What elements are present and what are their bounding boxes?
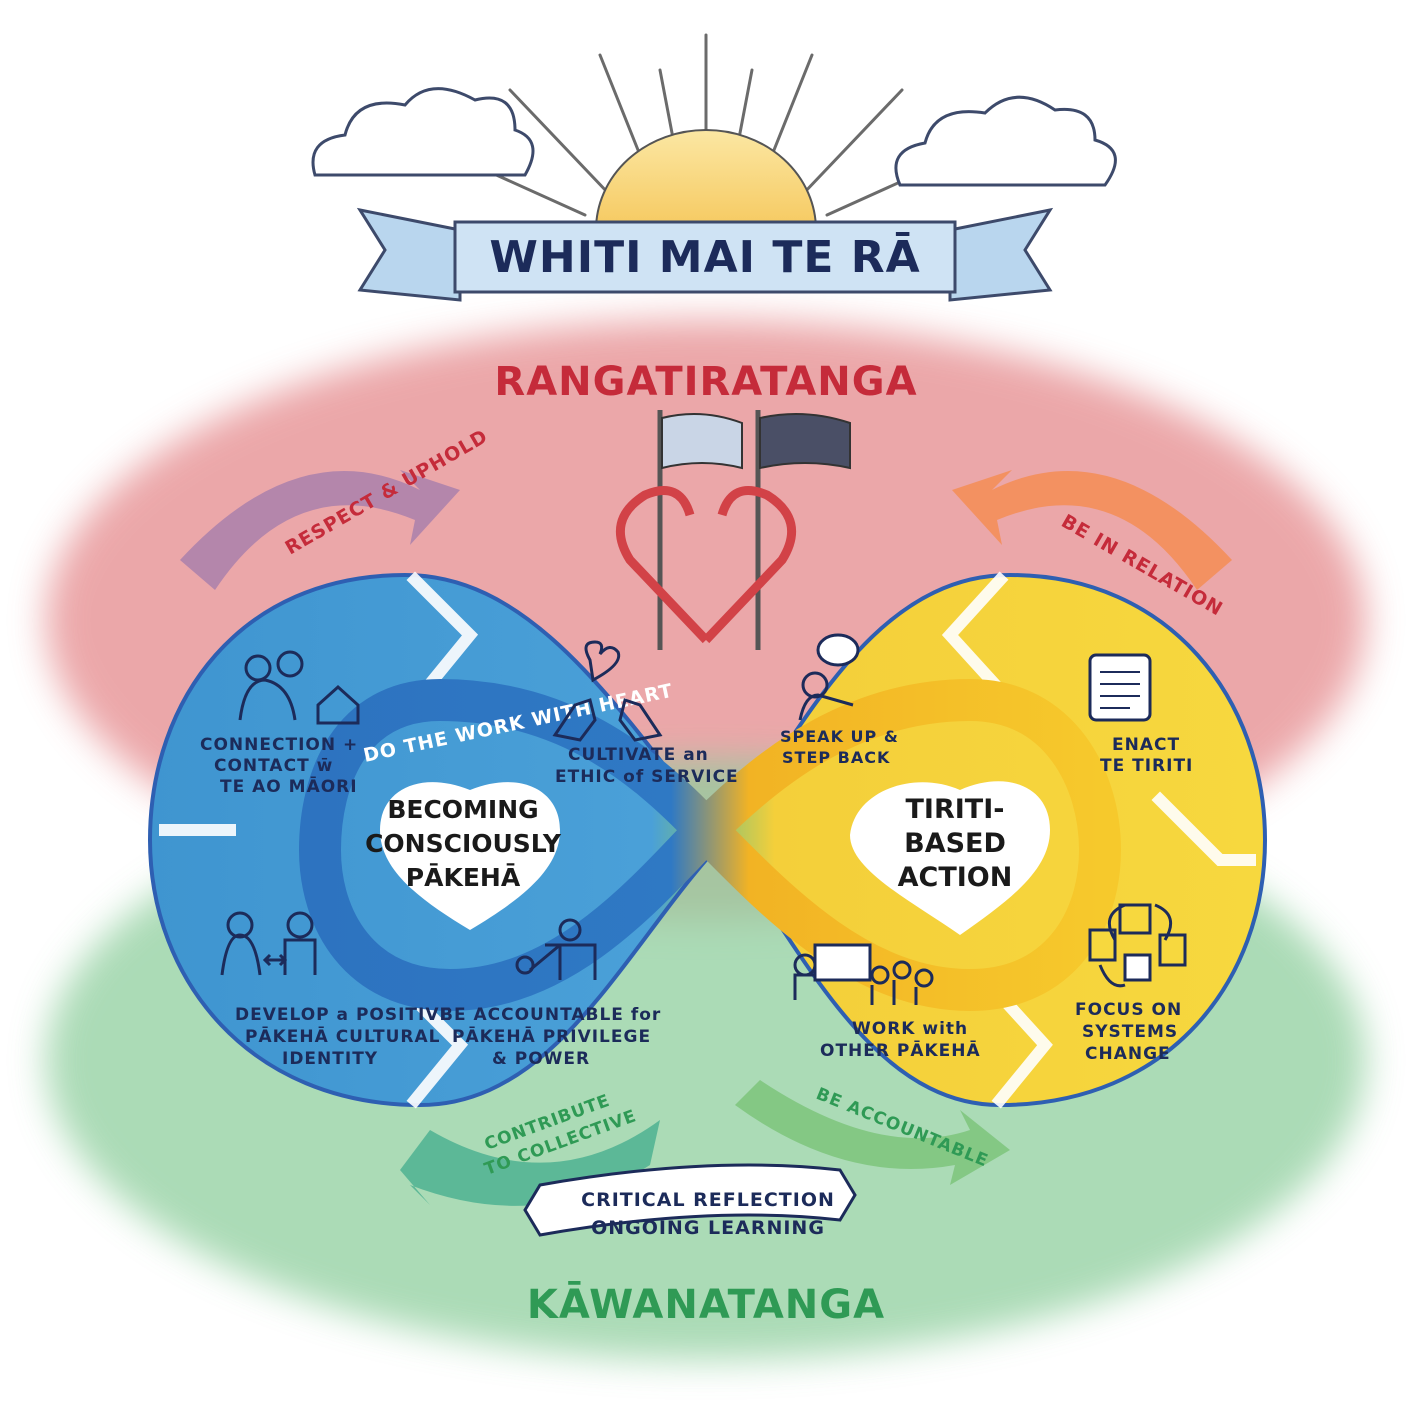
service-item: CULTIVATE an ETHIC of SERVICE bbox=[555, 745, 739, 787]
systems-line-1: FOCUS ON bbox=[1075, 1000, 1182, 1020]
reflection-banner: CRITICAL REFLECTION ONGOING LEARNING bbox=[523, 1163, 857, 1239]
right-center-2: BASED bbox=[904, 828, 1006, 859]
hands-heart-icon bbox=[552, 640, 663, 742]
connection-item: CONNECTION + CONTACT w̄ TE AO MĀORI bbox=[200, 735, 358, 797]
identity-line-1: DEVELOP a POSITIVE bbox=[235, 1005, 452, 1025]
left-center-3: PĀKEHĀ bbox=[406, 863, 521, 892]
group-icon bbox=[793, 943, 934, 1005]
identity-line-3: IDENTITY bbox=[282, 1049, 378, 1069]
systems-icon bbox=[1088, 903, 1187, 988]
right-heart: TIRITI- BASED ACTION bbox=[850, 781, 1050, 935]
title-banner: WHITI MAI TE RĀ bbox=[356, 207, 1054, 302]
banner-title: WHITI MAI TE RĀ bbox=[489, 231, 920, 283]
connection-line-2: CONTACT w̄ bbox=[214, 756, 333, 776]
connection-icon bbox=[238, 650, 360, 725]
systems-item: FOCUS ON SYSTEMS CHANGE bbox=[1075, 1000, 1182, 1064]
identity-icon bbox=[220, 911, 317, 976]
cloud-left-icon bbox=[311, 87, 535, 177]
speak-item: SPEAK UP & STEP BACK bbox=[780, 727, 899, 767]
identity-item: DEVELOP a POSITIVE PĀKEHĀ CULTURAL IDENT… bbox=[235, 1005, 452, 1069]
accountable-line-3: & POWER bbox=[492, 1049, 590, 1069]
enact-line-2: TE TIRITI bbox=[1100, 756, 1193, 776]
connection-line-1: CONNECTION + bbox=[200, 735, 358, 755]
inner-ribbon: DO THE WORK WITH HEART bbox=[298, 678, 1122, 1012]
accountable-line-1: BE ACCOUNTABLE for bbox=[440, 1005, 661, 1025]
cloud-right-icon bbox=[894, 95, 1117, 187]
left-center-1: BECOMING bbox=[387, 795, 538, 824]
service-line-1: CULTIVATE an bbox=[568, 745, 709, 765]
koru-heart-icon bbox=[615, 486, 797, 644]
speak-line-1: SPEAK UP & bbox=[780, 727, 899, 746]
work-item: WORK with OTHER PĀKEHĀ bbox=[820, 1019, 981, 1061]
speak-line-2: STEP BACK bbox=[782, 748, 890, 767]
systems-line-3: CHANGE bbox=[1085, 1044, 1171, 1064]
systems-line-2: SYSTEMS bbox=[1082, 1022, 1178, 1042]
right-center-3: ACTION bbox=[898, 862, 1013, 893]
left-center-2: CONSCIOUSLY bbox=[365, 829, 562, 858]
reflection-line-1: CRITICAL REFLECTION bbox=[581, 1189, 835, 1211]
reflection-line-2: ONGOING LEARNING bbox=[591, 1217, 825, 1239]
chevrons bbox=[159, 571, 1256, 1109]
rangatiratanga-label: RANGATIRATANGA bbox=[494, 359, 917, 405]
left-heart: BECOMING CONSCIOUSLY PĀKEHĀ bbox=[365, 782, 562, 930]
enact-item: ENACT TE TIRITI bbox=[1100, 735, 1193, 776]
kawanatanga-label: KĀWANATANGA bbox=[527, 1280, 885, 1328]
enact-line-1: ENACT bbox=[1112, 735, 1180, 755]
speak-up-icon bbox=[798, 633, 860, 721]
flags-icon bbox=[657, 410, 851, 650]
accountable-item: BE ACCOUNTABLE for PĀKEHĀ PRIVILEGE & PO… bbox=[440, 1005, 661, 1069]
work-line-2: OTHER PĀKEHĀ bbox=[820, 1039, 981, 1061]
connection-line-3: TE AO MĀORI bbox=[220, 775, 358, 797]
scroll-icon bbox=[1088, 653, 1152, 722]
accountable-line-2: PĀKEHĀ PRIVILEGE bbox=[452, 1025, 651, 1047]
right-center-1: TIRITI- bbox=[906, 794, 1005, 825]
identity-line-2: PĀKEHĀ CULTURAL bbox=[245, 1025, 440, 1047]
podium-icon bbox=[515, 918, 597, 980]
service-line-2: ETHIC of SERVICE bbox=[555, 767, 739, 787]
work-line-1: WORK with bbox=[852, 1019, 968, 1039]
